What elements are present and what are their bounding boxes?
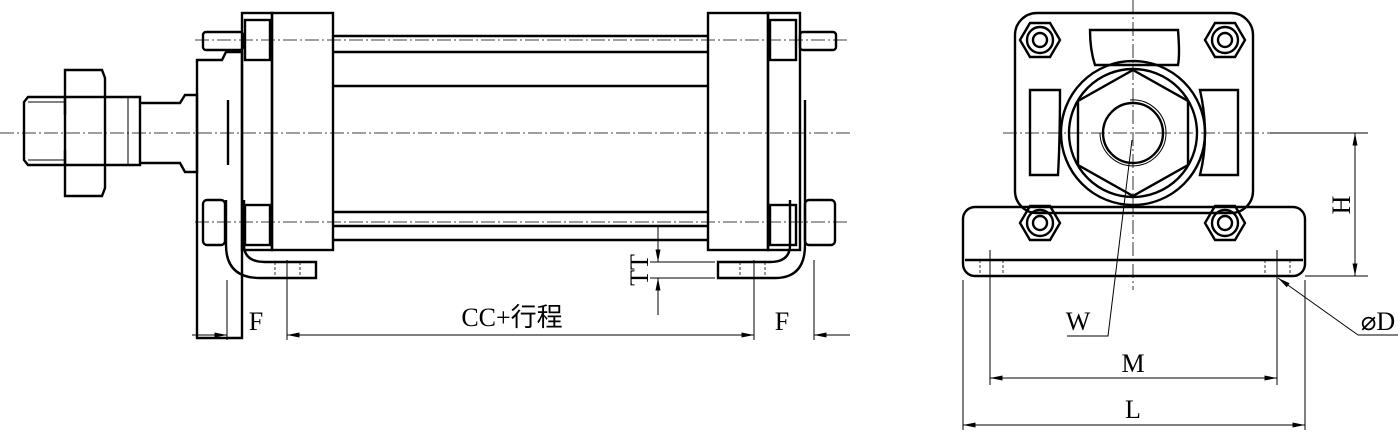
- tie-rod-bolts: [1018, 21, 1247, 242]
- end-cap-body: [1013, 11, 1255, 215]
- dim-m-label: M: [1121, 349, 1144, 378]
- tie-rod-nut: [201, 198, 227, 247]
- dim-tt-label: TT: [625, 254, 654, 286]
- rear-end-plate: [706, 11, 838, 252]
- foot-plate: [961, 205, 1307, 278]
- front-end-plate: [201, 11, 335, 252]
- front-cover: [195, 50, 244, 340]
- dim-f-right-label: F: [775, 307, 789, 336]
- piston-rod: [22, 68, 199, 198]
- cylinder-barrel: [333, 34, 708, 242]
- foot-bracket-left: [224, 200, 318, 280]
- tie-rod-nut: [803, 198, 837, 247]
- dim-l-label: L: [1125, 395, 1141, 424]
- rod-end-hex-nut: [1059, 59, 1207, 207]
- dim-d-label: ⌀D: [1361, 307, 1395, 336]
- side-view: F CC+行程 F TT: [0, 11, 850, 340]
- foot-bracket-right: [716, 100, 807, 280]
- dim-w-label: W: [1066, 307, 1091, 336]
- dim-f-left-label: F: [249, 307, 263, 336]
- dim-h-label: H: [1327, 195, 1356, 214]
- dim-cc-stroke-label: CC+行程: [461, 303, 562, 332]
- end-view: H ⌀D W ⌀D M L: [961, 0, 1398, 430]
